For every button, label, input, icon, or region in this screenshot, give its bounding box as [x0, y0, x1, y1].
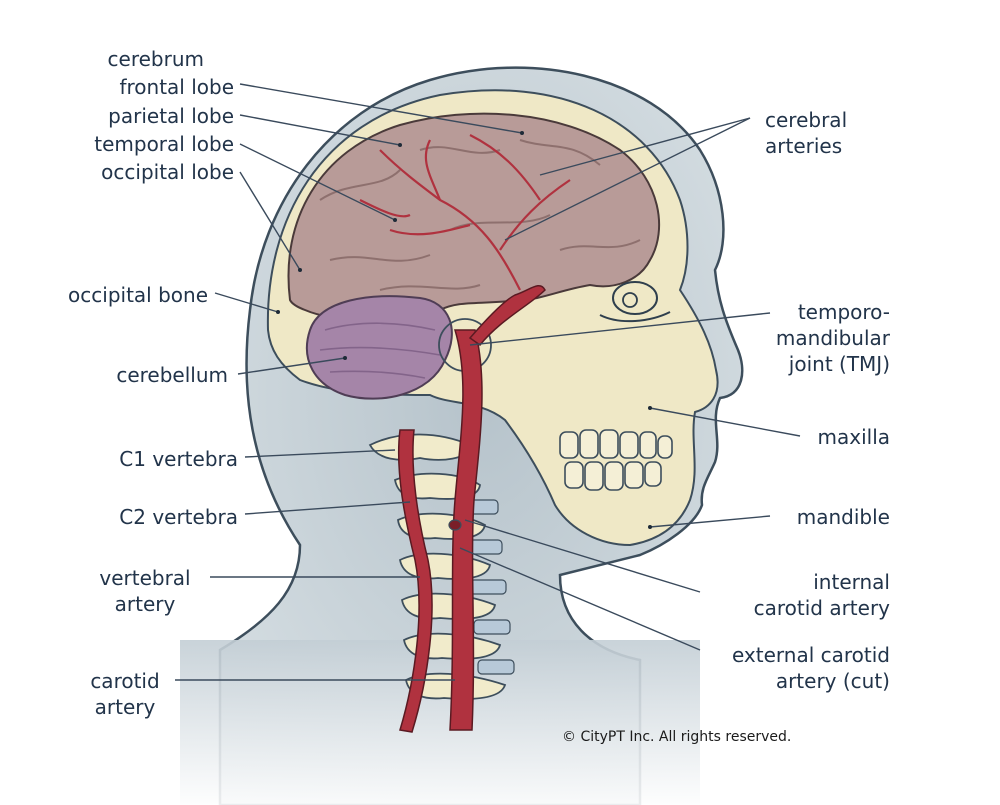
- label-maxilla: maxilla: [817, 425, 891, 449]
- external-carotid-cut: [448, 519, 462, 531]
- cerebellum-folia: [319, 322, 441, 379]
- label-internal-carotid-artery-line2: carotid artery: [753, 596, 890, 620]
- label-tmj-line1: temporo-: [797, 300, 890, 324]
- label-external-carotid-artery: external carotid artery (cut): [732, 642, 890, 694]
- label-internal-carotid-artery-line1: internal: [813, 570, 890, 594]
- label-internal-carotid-artery: internal carotid artery: [754, 569, 890, 621]
- label-temporal-lobe: temporal lobe: [94, 132, 234, 156]
- label-vertebral-artery: vertebral artery: [85, 565, 205, 617]
- label-carotid-artery-line1: carotid: [90, 669, 160, 693]
- label-occipital-lobe: occipital lobe: [101, 160, 234, 184]
- neck-fade: [180, 640, 700, 805]
- label-cerebral-arteries-line1: cerebral: [765, 108, 848, 132]
- label-tmj-line3: joint (TMJ): [788, 352, 890, 376]
- label-mandible: mandible: [796, 505, 890, 529]
- label-cerebrum: cerebrum: [107, 47, 204, 71]
- label-c2-vertebra: C2 vertebra: [119, 505, 238, 529]
- gyri-lines: [319, 139, 641, 291]
- teeth: [559, 429, 673, 491]
- label-tmj: temporo- mandibular joint (TMJ): [776, 299, 890, 377]
- label-external-carotid-artery-line1: external carotid: [731, 643, 890, 667]
- neck-arteries: [397, 285, 546, 733]
- eye-socket: [599, 281, 671, 323]
- label-c1-vertebra: C1 vertebra: [119, 447, 238, 471]
- label-carotid-artery: carotid artery: [70, 668, 180, 720]
- label-external-carotid-artery-line2: artery (cut): [775, 669, 890, 693]
- label-cerebral-arteries: cerebral arteries: [765, 107, 847, 159]
- label-cerebral-arteries-line2: arteries: [765, 134, 843, 158]
- copyright-notice: © CityPT Inc. All rights reserved.: [562, 729, 792, 745]
- leader-dots: [276, 131, 652, 529]
- label-cerebellum: cerebellum: [116, 363, 228, 387]
- label-vertebral-artery-line2: artery: [114, 592, 176, 616]
- cerebral-arteries-drawing: [359, 134, 571, 291]
- label-occipital-bone: occipital bone: [68, 283, 208, 307]
- label-carotid-artery-line2: artery: [94, 695, 156, 719]
- label-frontal-lobe: frontal lobe: [119, 75, 234, 99]
- label-tmj-line2: mandibular: [775, 326, 890, 350]
- label-vertebral-artery-line1: vertebral: [99, 566, 191, 590]
- label-parietal-lobe: parietal lobe: [108, 104, 234, 128]
- leader-lines: [175, 83, 801, 681]
